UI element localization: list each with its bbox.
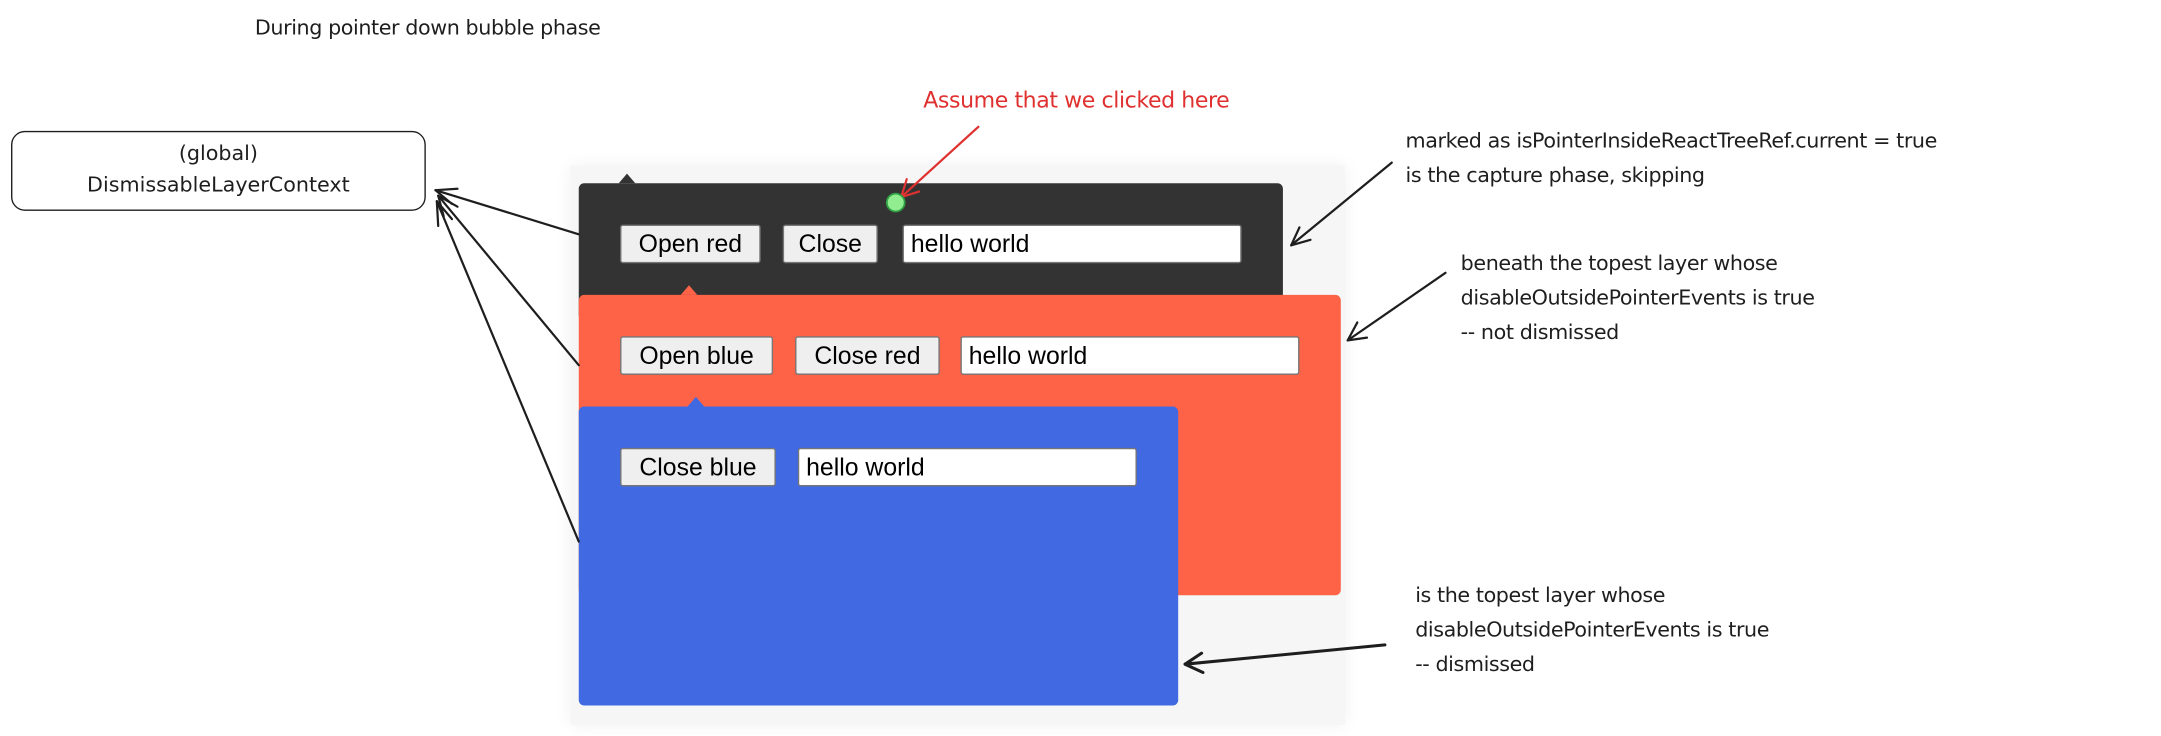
arrow-to-blue-layer	[1183, 643, 1387, 674]
dark-layer-notch	[618, 173, 636, 184]
dark-annotation-line2: is the capture phase, skipping	[1405, 162, 1705, 188]
blue-layer[interactable]: Close blue hello world	[578, 396, 1179, 706]
arrow-blue-to-global	[435, 200, 580, 543]
arrow-click-note	[900, 125, 980, 199]
blue-layer-notch	[687, 396, 705, 407]
blue-annotation-line1: is the topest layer whose	[1415, 582, 1666, 608]
close-button[interactable]: Close	[782, 224, 878, 264]
blue-layer-input[interactable]: hello world	[797, 447, 1137, 487]
arrow-to-dark-layer	[1290, 161, 1393, 247]
red-annotation-line1: beneath the topest layer whose	[1460, 250, 1778, 276]
arrow-to-red-layer	[1346, 271, 1447, 342]
red-annotation-line2: disableOutsidePointerEvents is true	[1460, 285, 1815, 311]
red-layer-notch	[680, 285, 698, 295]
global-context-line1: (global)	[178, 140, 258, 166]
click-note: Assume that we clicked here	[923, 86, 1230, 113]
dark-annotation-line1: marked as isPointerInsideReactTreeRef.cu…	[1405, 128, 1938, 153]
global-context-box: (global) DismissableLayerContext	[11, 130, 426, 211]
open-blue-button[interactable]: Open blue	[620, 336, 774, 375]
open-red-button[interactable]: Open red	[620, 224, 761, 264]
arrow-dark-to-global	[434, 187, 580, 236]
dark-layer-input[interactable]: hello world	[902, 224, 1242, 264]
blue-annotation: is the topest layer whose disableOutside…	[1415, 579, 1769, 682]
diagram-title: During pointer down bubble phase	[254, 15, 601, 40]
red-annotation-line3: -- not dismissed	[1460, 319, 1620, 345]
close-red-button[interactable]: Close red	[795, 336, 940, 375]
red-annotation: beneath the topest layer whose disableOu…	[1461, 247, 1815, 350]
global-context-line2: DismissableLayerContext	[87, 172, 350, 198]
dark-annotation: marked as isPointerInsideReactTreeRef.cu…	[1405, 124, 1938, 193]
close-blue-button[interactable]: Close blue	[620, 447, 776, 487]
red-layer-input[interactable]: hello world	[960, 336, 1300, 375]
arrow-red-to-global	[437, 194, 580, 367]
click-marker-icon	[885, 192, 906, 213]
blue-annotation-line3: -- dismissed	[1415, 651, 1535, 677]
blue-annotation-line2: disableOutsidePointerEvents is true	[1415, 617, 1770, 643]
